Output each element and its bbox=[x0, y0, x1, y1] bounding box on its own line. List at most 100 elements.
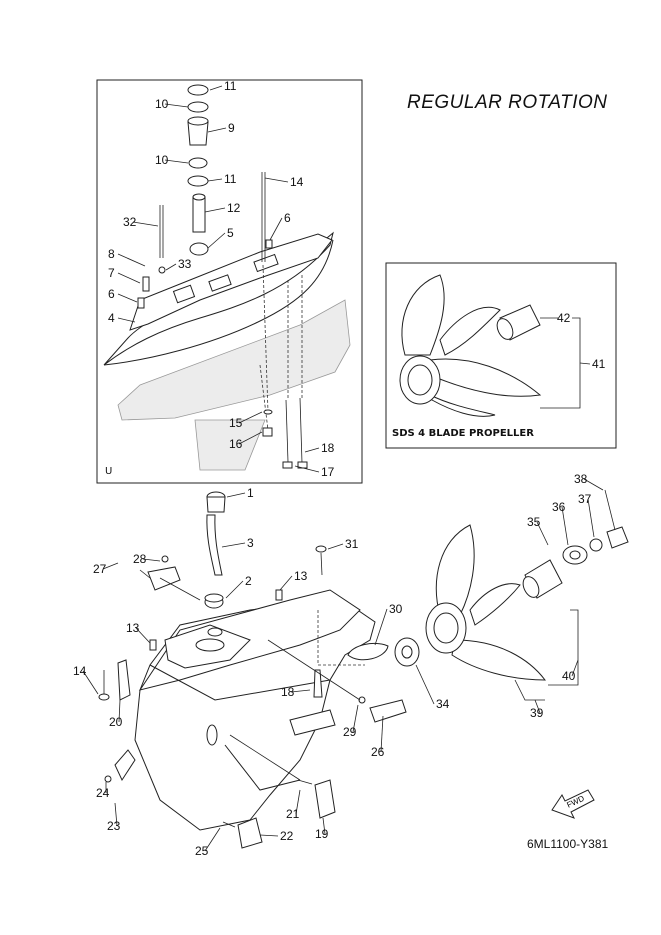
part-callout-33: 33 bbox=[178, 257, 192, 271]
part-callout-26: 26 bbox=[371, 745, 385, 759]
callout-leader bbox=[571, 659, 579, 677]
part-callout-15: 15 bbox=[229, 416, 243, 430]
part-callout-40: 40 bbox=[562, 669, 576, 683]
part-callout-30: 30 bbox=[389, 602, 403, 616]
part-callout-4: 4 bbox=[108, 311, 115, 325]
part-callout-11: 11 bbox=[224, 172, 237, 186]
part-callout-23: 23 bbox=[107, 819, 121, 833]
callout-leader bbox=[579, 362, 591, 365]
upper-gearcase-plate bbox=[103, 231, 334, 366]
part-callout-31: 31 bbox=[345, 537, 359, 551]
part-callout-22: 22 bbox=[280, 829, 294, 843]
callout-leader bbox=[294, 465, 320, 473]
inset-caption: SDS 4 BLADE PROPELLER bbox=[392, 428, 534, 439]
callout-leader bbox=[118, 699, 121, 723]
part-callout-1: 1 bbox=[247, 486, 254, 500]
callout-leader bbox=[82, 670, 99, 695]
callout-leader bbox=[352, 704, 359, 733]
diagram-code: 6ML1100-Y381 bbox=[527, 837, 609, 851]
callout-leader bbox=[135, 627, 151, 644]
part-callout-27: 27 bbox=[93, 562, 107, 576]
callout-leader bbox=[164, 103, 189, 108]
lower-dashed-guides bbox=[139, 569, 365, 781]
part-callout-41: 41 bbox=[592, 357, 606, 371]
part-callout-11: 11 bbox=[224, 79, 237, 93]
part-callout-24: 24 bbox=[96, 786, 110, 800]
part-callout-7: 7 bbox=[108, 266, 115, 280]
part-callout-37: 37 bbox=[578, 492, 592, 506]
part-callout-32: 32 bbox=[123, 215, 137, 229]
upper-casing-ghost bbox=[117, 299, 351, 471]
callout-leader bbox=[380, 715, 384, 753]
callout-leader bbox=[207, 232, 226, 249]
callout-leader bbox=[415, 664, 435, 705]
part-callout-6: 6 bbox=[284, 211, 291, 225]
callout-leader bbox=[221, 542, 246, 548]
callout-leader bbox=[114, 802, 118, 827]
part-callout-20: 20 bbox=[109, 715, 123, 729]
lower-gearcase-body bbox=[134, 589, 376, 831]
part-callout-39: 39 bbox=[530, 706, 544, 720]
diagram-title: REGULAR ROTATION bbox=[407, 92, 608, 113]
callout-leader bbox=[207, 127, 227, 133]
main-propeller bbox=[425, 489, 629, 701]
callout-leader bbox=[290, 689, 311, 693]
callout-leader bbox=[304, 447, 320, 453]
callout-leader bbox=[534, 699, 541, 714]
part-callout-5: 5 bbox=[227, 226, 234, 240]
sds-inset-frame bbox=[385, 262, 617, 449]
part-callout-34: 34 bbox=[436, 697, 450, 711]
part-callout-6: 6 bbox=[108, 287, 115, 301]
callout-leader bbox=[117, 317, 136, 323]
part-callout-8: 8 bbox=[108, 247, 115, 261]
part-callout-16: 16 bbox=[229, 437, 243, 451]
callout-leader bbox=[164, 159, 189, 164]
callout-leader bbox=[117, 293, 138, 303]
callout-leader bbox=[207, 178, 223, 182]
callout-leader bbox=[102, 562, 119, 570]
part-callout-38: 38 bbox=[574, 472, 588, 486]
callout-leader bbox=[374, 608, 388, 646]
upper-dashed-guides bbox=[259, 264, 303, 431]
part-callout-29: 29 bbox=[343, 725, 357, 739]
callout-leader bbox=[225, 580, 244, 599]
part-callout-36: 36 bbox=[552, 500, 566, 514]
callout-leader bbox=[226, 492, 246, 498]
callout-leader bbox=[165, 263, 177, 271]
callout-leader bbox=[322, 817, 326, 835]
part-callout-13: 13 bbox=[294, 569, 308, 583]
part-callout-10: 10 bbox=[155, 153, 169, 167]
lower-water-tube bbox=[204, 491, 226, 609]
part-callout-19: 19 bbox=[315, 827, 329, 841]
callout-leader bbox=[117, 272, 141, 284]
callout-leader bbox=[117, 253, 146, 267]
part-callout-42: 42 bbox=[557, 311, 571, 325]
part-callout-14: 14 bbox=[290, 175, 304, 189]
part-callout-10: 10 bbox=[155, 97, 169, 111]
part-callout-18: 18 bbox=[281, 685, 295, 699]
fwd-arrow-icon bbox=[551, 789, 595, 819]
callout-leader bbox=[279, 575, 293, 591]
part-callout-13: 13 bbox=[126, 621, 140, 635]
callout-leader bbox=[259, 834, 279, 837]
callout-leader bbox=[204, 827, 221, 852]
callout-leader bbox=[583, 478, 604, 491]
callout-leader bbox=[238, 411, 263, 424]
part-callout-2: 2 bbox=[245, 574, 252, 588]
callout-leader bbox=[238, 431, 263, 445]
upper-assembly-frame bbox=[96, 79, 363, 484]
callout-leader bbox=[132, 221, 159, 227]
callout-leader bbox=[536, 521, 549, 546]
upper-long-bolts bbox=[262, 397, 308, 469]
part-callout-25: 25 bbox=[195, 844, 209, 858]
lower-small-parts bbox=[98, 545, 420, 849]
part-callout-9: 9 bbox=[228, 121, 235, 135]
part-callout-35: 35 bbox=[527, 515, 541, 529]
part-callout-3: 3 bbox=[247, 536, 254, 550]
callout-leader bbox=[587, 498, 595, 538]
part-callout-17: 17 bbox=[321, 465, 335, 479]
sds-propeller-drawing bbox=[399, 274, 581, 417]
part-callout-18: 18 bbox=[321, 441, 335, 455]
callout-leader bbox=[327, 543, 344, 550]
